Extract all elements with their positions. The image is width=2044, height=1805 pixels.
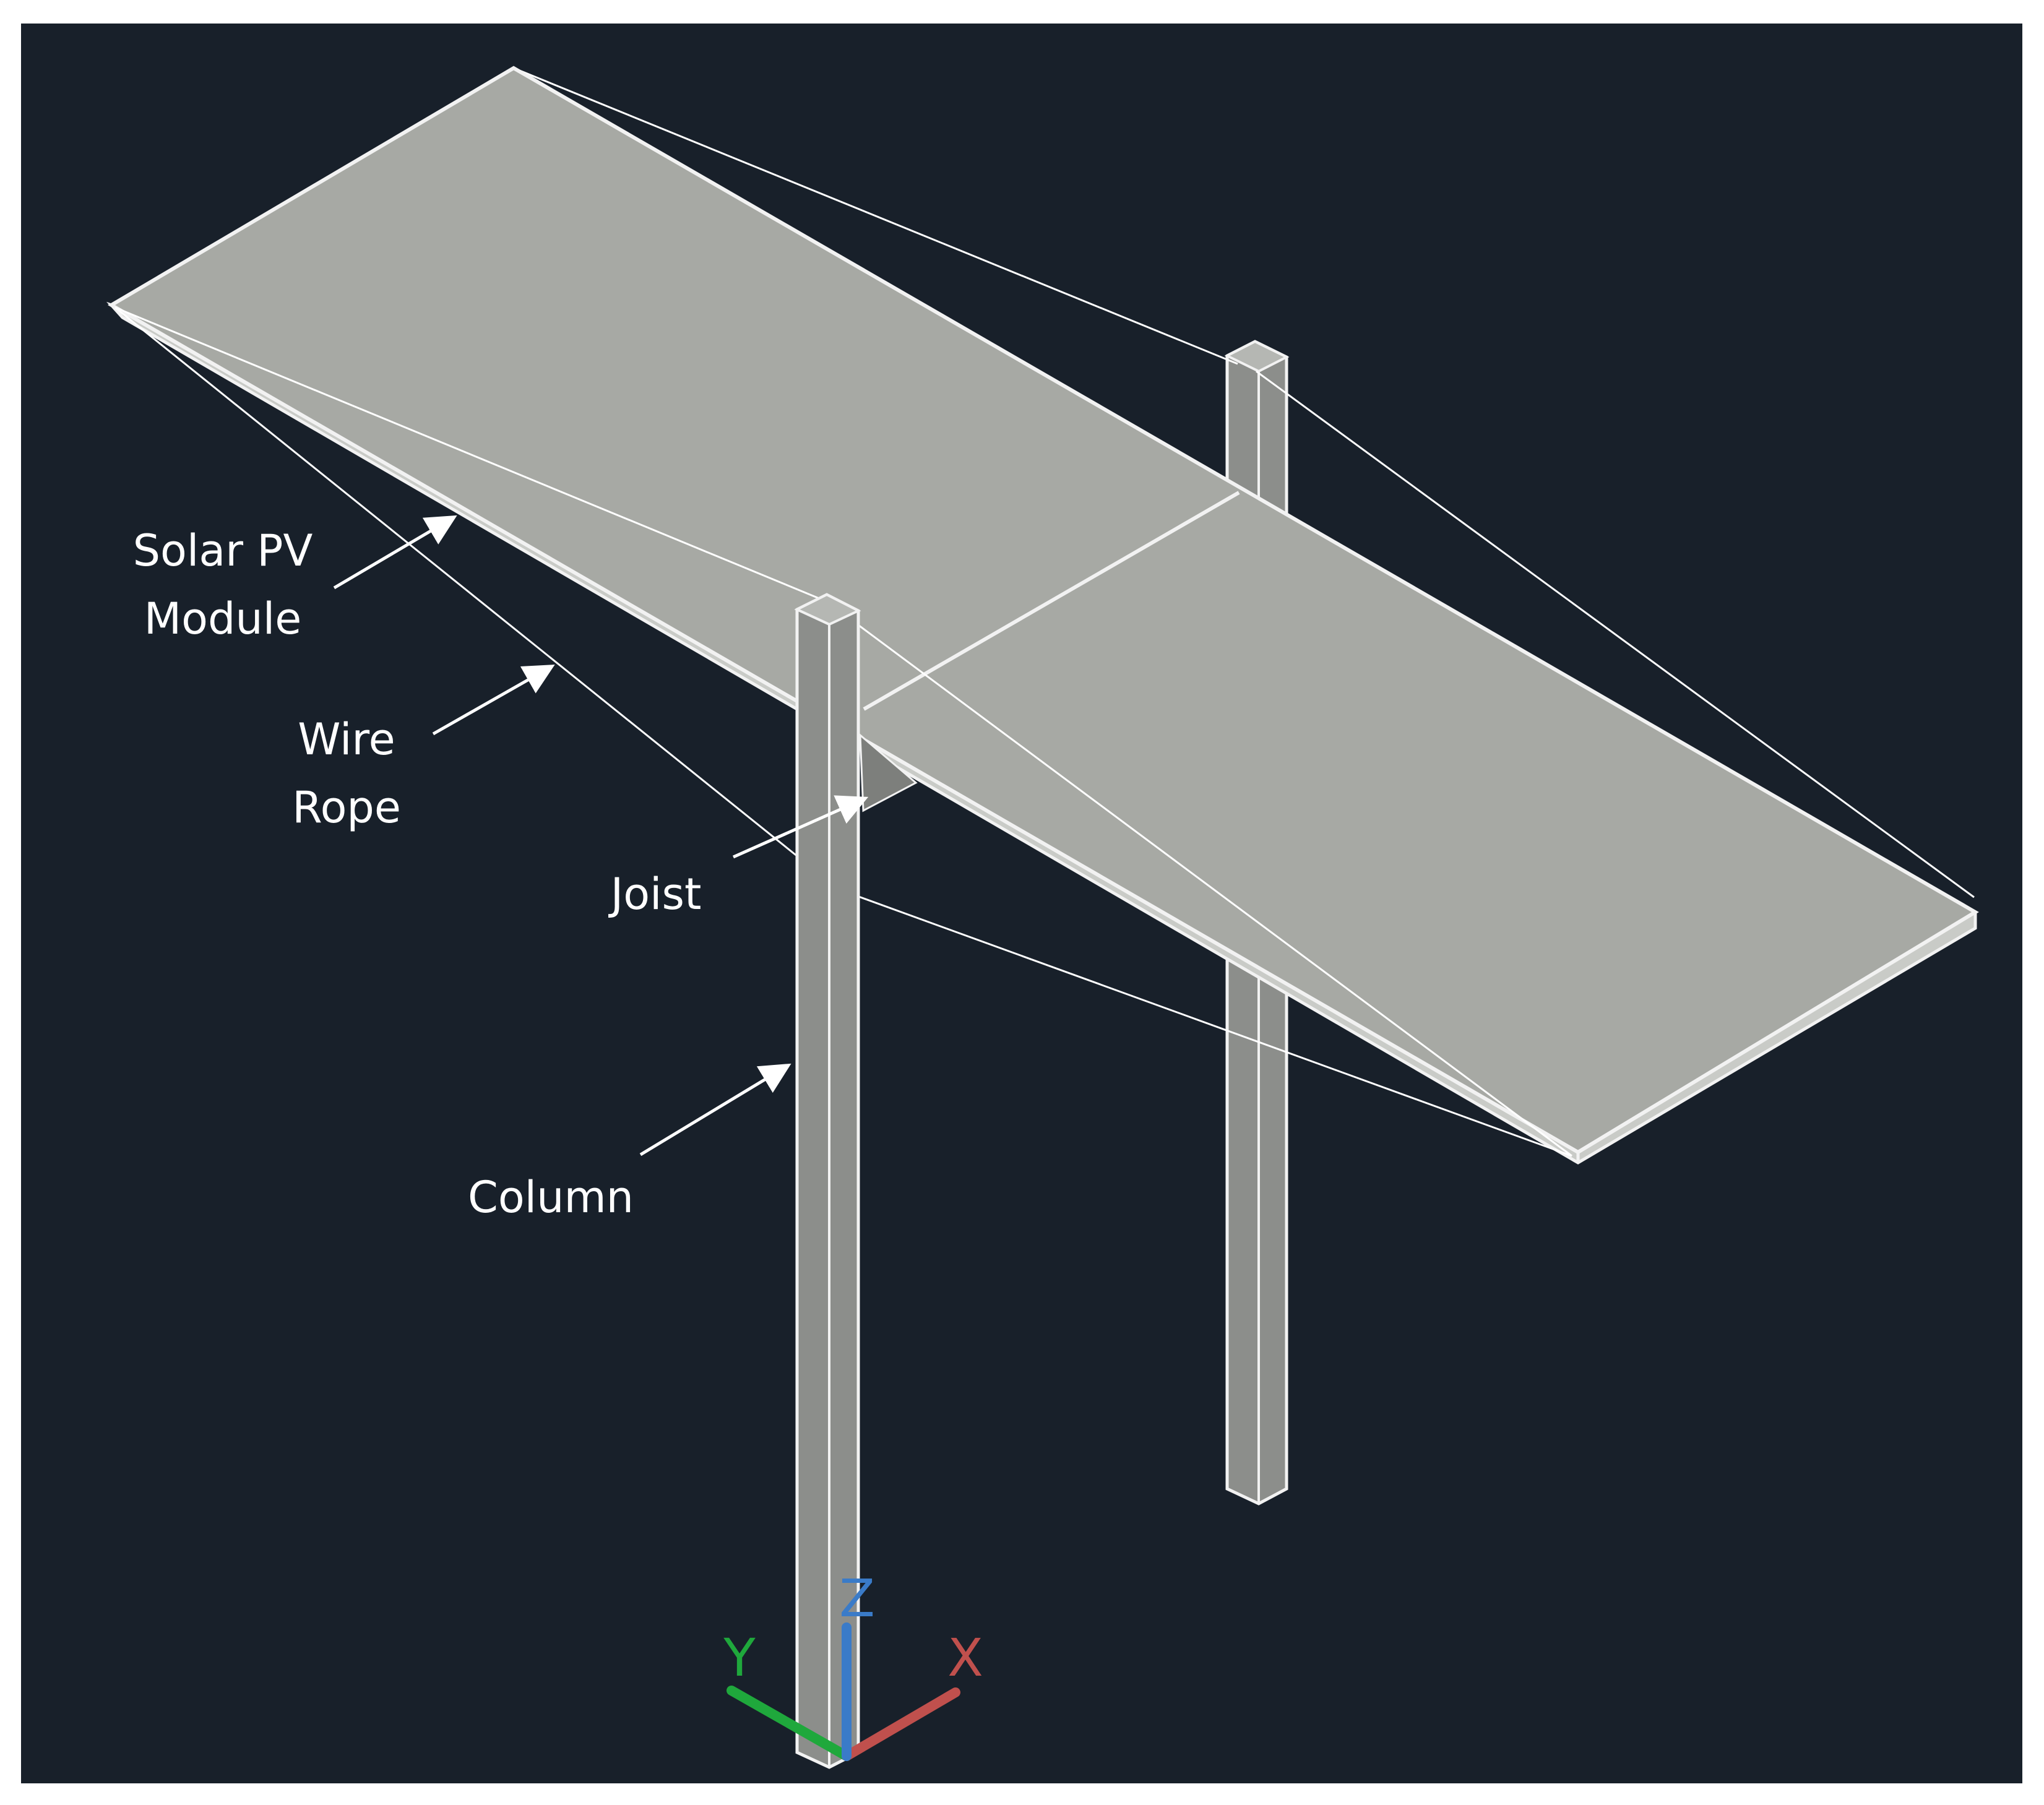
- wire-ropes-back: [513, 67, 1975, 898]
- solar-pv-module-label: Solar PV Module: [118, 517, 328, 653]
- joist-beam: [859, 733, 918, 812]
- joist-label: Joist: [582, 860, 730, 928]
- column-label: Column: [452, 1163, 650, 1231]
- z-axis-label: Z: [839, 1568, 875, 1629]
- solar-pv-arrow: [333, 515, 457, 590]
- wire-ropes-front: [114, 306, 1572, 1157]
- solar-pv-label-line2: Module: [144, 593, 302, 644]
- solar-pv-label-line1: Solar PV: [132, 525, 313, 576]
- column-label-text: Column: [467, 1172, 634, 1223]
- joist-arrow: [732, 795, 869, 859]
- y-axis-line: [727, 1686, 852, 1761]
- ucs-icon: Y X Z: [723, 1568, 983, 1761]
- wire-rope-label-line1: Wire: [298, 714, 395, 765]
- wire-rope-label-line2: Rope: [292, 782, 401, 833]
- x-axis-line: [842, 1687, 960, 1761]
- solar-pv-module: [106, 66, 1979, 1165]
- x-axis-label: X: [947, 1627, 983, 1688]
- wire-rope-label: Wire Rope: [266, 705, 427, 842]
- leader-arrows: [333, 515, 869, 1157]
- wire-rope-arrow: [432, 665, 555, 736]
- joist-label-text: Joist: [610, 869, 702, 920]
- y-axis-label: Y: [723, 1627, 756, 1688]
- column-arrow: [639, 1063, 791, 1157]
